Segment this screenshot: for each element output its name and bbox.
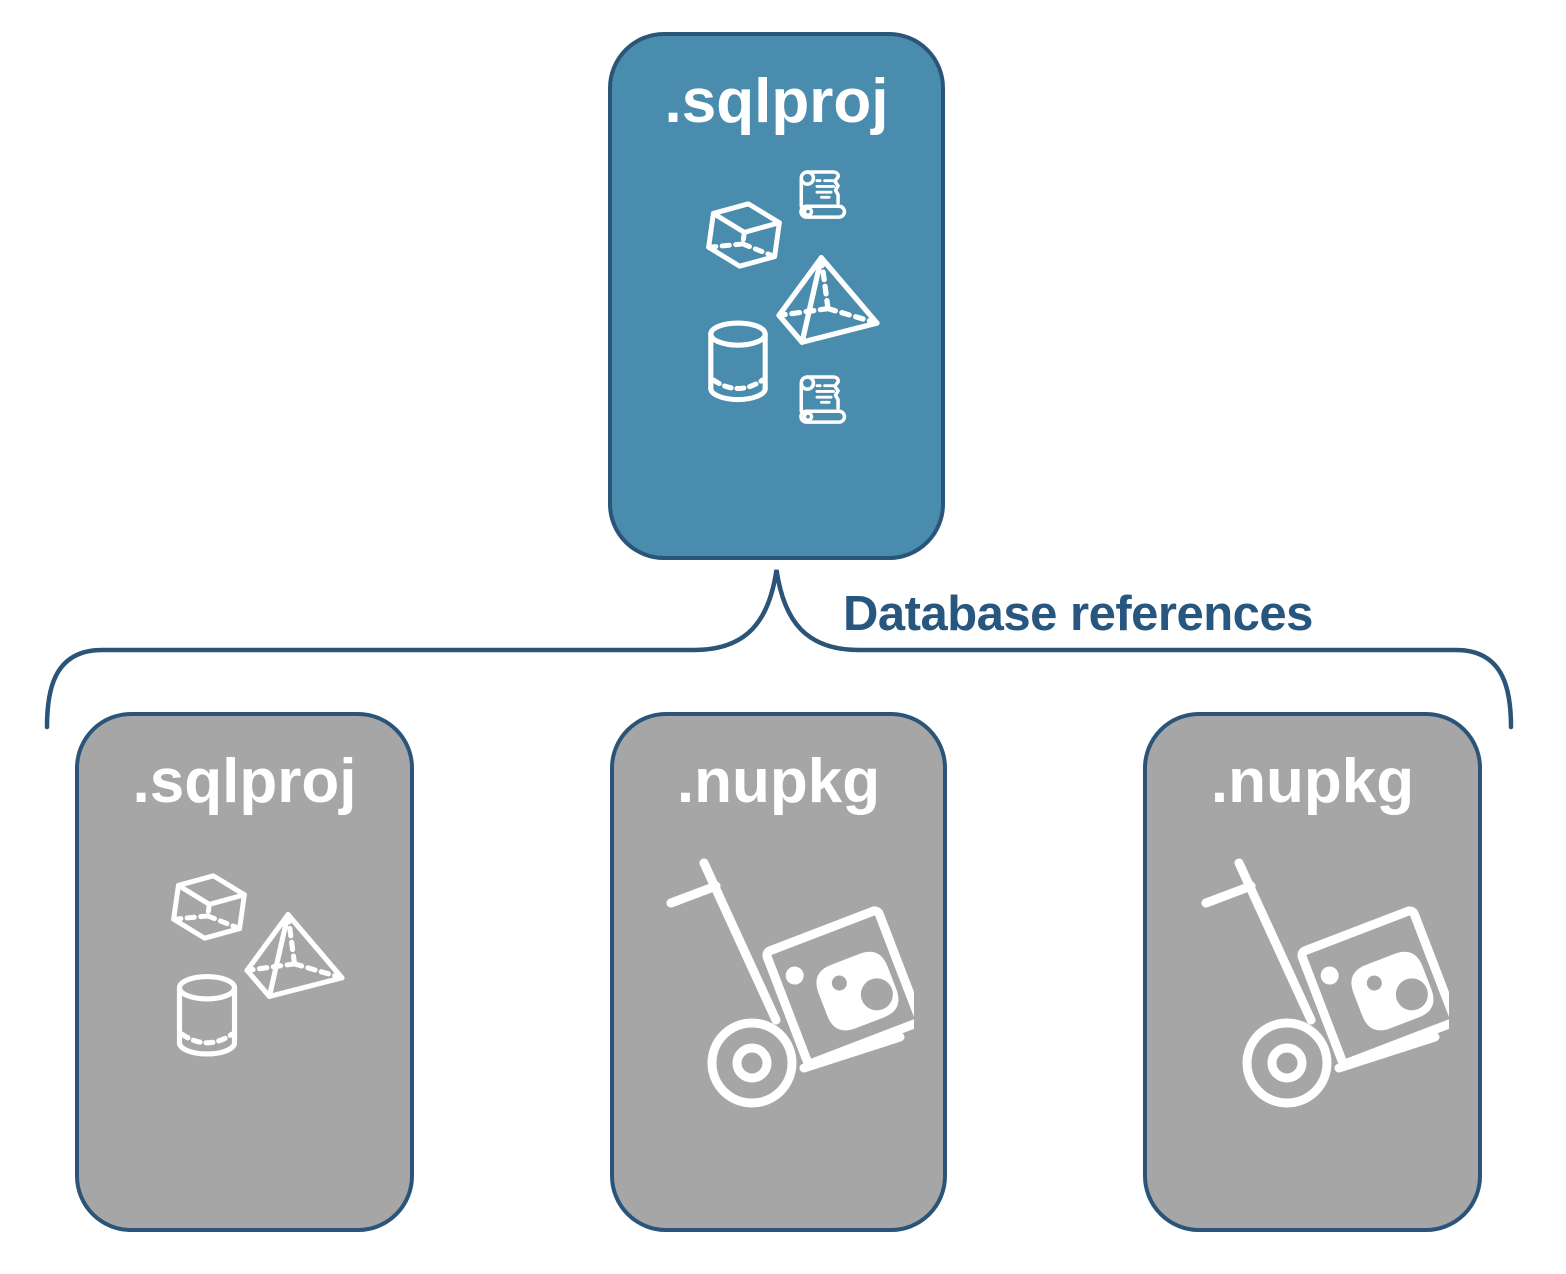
edge-label: Database references: [843, 587, 1313, 641]
child-node-title: .nupkg: [1210, 747, 1415, 816]
root-node-title: .sqlproj: [664, 67, 889, 136]
cylinder-icon: [704, 320, 772, 406]
child-node-title: .nupkg: [676, 747, 881, 816]
node-child-sqlproj: .sqlproj: [75, 712, 414, 1232]
package-dolly-icon: [1189, 856, 1449, 1116]
script-icon: [792, 164, 856, 228]
script-icon: [792, 369, 856, 433]
cylinder-icon: [172, 974, 242, 1060]
node-child-nupkg-1: .nupkg: [610, 712, 947, 1232]
child-node-title: .sqlproj: [132, 747, 357, 816]
pyramid-icon: [242, 909, 347, 1002]
node-root-sqlproj: .sqlproj: [608, 32, 945, 560]
cube-icon: [164, 862, 254, 952]
node-child-nupkg-2: .nupkg: [1143, 712, 1482, 1232]
package-dolly-icon: [654, 856, 914, 1116]
pyramid-icon: [774, 252, 882, 348]
